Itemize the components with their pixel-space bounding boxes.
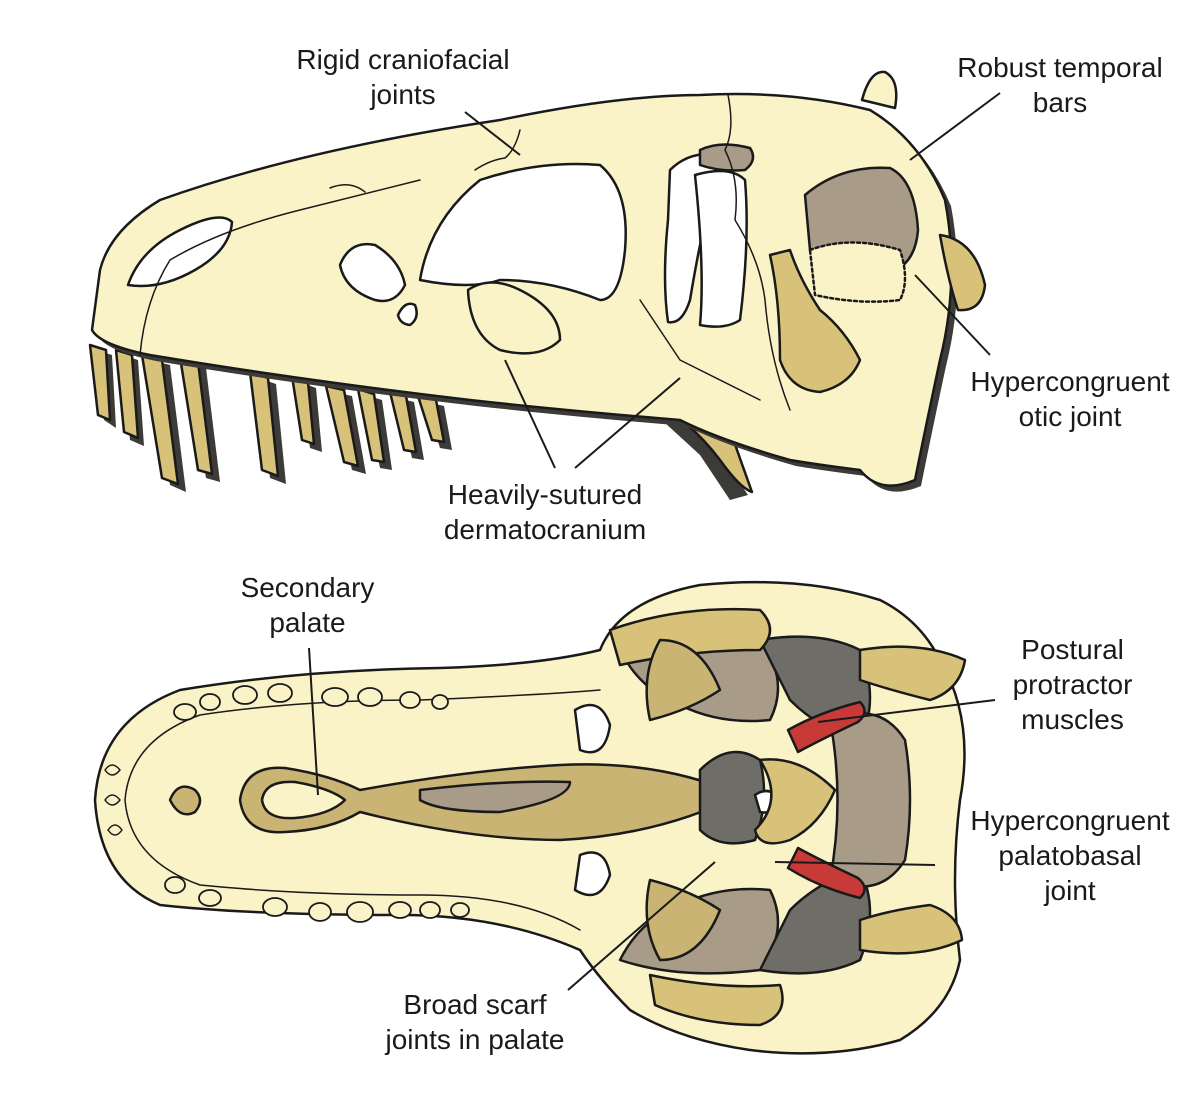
label-hypercongruent-otic-joint: Hypercongruent otic joint: [940, 364, 1200, 434]
basipterygoid: [753, 758, 837, 845]
label-line: palate: [269, 607, 346, 638]
braincase: [828, 712, 912, 888]
suture-line-2: [474, 129, 521, 171]
lateral-skull-view: [88, 70, 987, 500]
opening-1: [573, 703, 612, 754]
label-line: otic joint: [1018, 401, 1122, 432]
opening-2: [573, 851, 612, 897]
protractor-muscle-upper: [786, 700, 866, 754]
label-line: Heavily-sutured: [447, 479, 643, 510]
label-broad-scarf-joints: Broad scarf joints in palate: [345, 987, 605, 1057]
quadrate-lower: [858, 903, 964, 955]
snout-inner-line-bottom: [124, 799, 581, 931]
leader-lines: [308, 92, 1001, 991]
label-line: Hypercongruent: [970, 805, 1170, 836]
quadratojugal: [768, 248, 862, 394]
snout-inner-line-top: [124, 689, 601, 801]
label-line: Rigid craniofacial: [296, 44, 510, 75]
label-line: dermatocranium: [443, 514, 647, 545]
label-rigid-craniofacial-joints: Rigid craniofacial joints: [258, 42, 548, 112]
label-line: joints: [370, 79, 436, 110]
ectopterygoid-lower: [648, 973, 784, 1027]
label-hypercongruent-palatobasal-joint: Hypercongruent palatobasal joint: [940, 803, 1200, 908]
leader-dermato-1: [504, 359, 556, 469]
label-postural-protractor-muscles: Postural protractor muscles: [975, 632, 1170, 737]
label-line: protractor: [1012, 669, 1133, 700]
postorbital-horn: [860, 70, 898, 110]
label-line: Robust temporal: [957, 52, 1163, 83]
jugal-process: [466, 281, 562, 355]
label-line: muscles: [1021, 704, 1124, 735]
leader-rigid-joints: [464, 111, 521, 156]
upper-teeth: [88, 343, 446, 486]
occipital-flange: [938, 233, 987, 312]
suture-line-3: [724, 94, 791, 411]
label-line: Hypercongruent: [970, 366, 1170, 397]
label-line: Broad scarf: [403, 989, 547, 1020]
subtemporal-opening-lower: [758, 868, 872, 975]
vomer: [418, 780, 572, 814]
maxillary-fenestra: [338, 242, 407, 303]
leader-temporal-bars: [909, 92, 1001, 161]
label-robust-temporal-bars: Robust temporal bars: [925, 50, 1195, 120]
label-line: joint: [1044, 875, 1096, 906]
protractor-muscle-lower: [786, 846, 866, 900]
otic-joint-area: [808, 241, 907, 303]
suture-line-5: [329, 184, 366, 193]
label-line: Postural: [1021, 634, 1124, 665]
suture-line-1: [139, 179, 421, 356]
small-fenestra: [396, 302, 418, 327]
palatal-skull-view: [93, 580, 967, 1055]
pterygoid-upper-wing: [645, 638, 722, 722]
suture-line-4: [639, 299, 761, 401]
antorbital-fenestra: [418, 162, 627, 302]
label-line: palatobasal: [998, 840, 1142, 871]
external-naris: [126, 216, 234, 288]
lateral-temporal-fenestra: [693, 169, 748, 328]
leader-palatobasal-joint: [774, 861, 936, 866]
quadrate-upper: [858, 645, 967, 702]
tooth-sockets-bottom: [164, 876, 470, 923]
label-line: bars: [1032, 87, 1088, 118]
label-line: Secondary: [240, 572, 375, 603]
tooth-sockets-top: [173, 683, 449, 721]
leader-scarf-joints: [567, 861, 716, 991]
label-heavily-sutured-dermatocranium: Heavily-sutured dermatocranium: [400, 477, 690, 547]
incisive-foramen: [168, 785, 202, 816]
palatine-fenestra: [260, 780, 347, 820]
leader-dermato-2: [574, 377, 681, 469]
leader-secondary-palate: [308, 647, 319, 796]
leader-otic-joint: [914, 274, 991, 356]
label-secondary-palate: Secondary palate: [205, 570, 410, 640]
label-line: joints in palate: [385, 1024, 565, 1055]
premaxillary-teeth: [104, 764, 123, 836]
leader-protractor-muscles: [817, 699, 996, 723]
orbit-roof: [698, 143, 755, 172]
